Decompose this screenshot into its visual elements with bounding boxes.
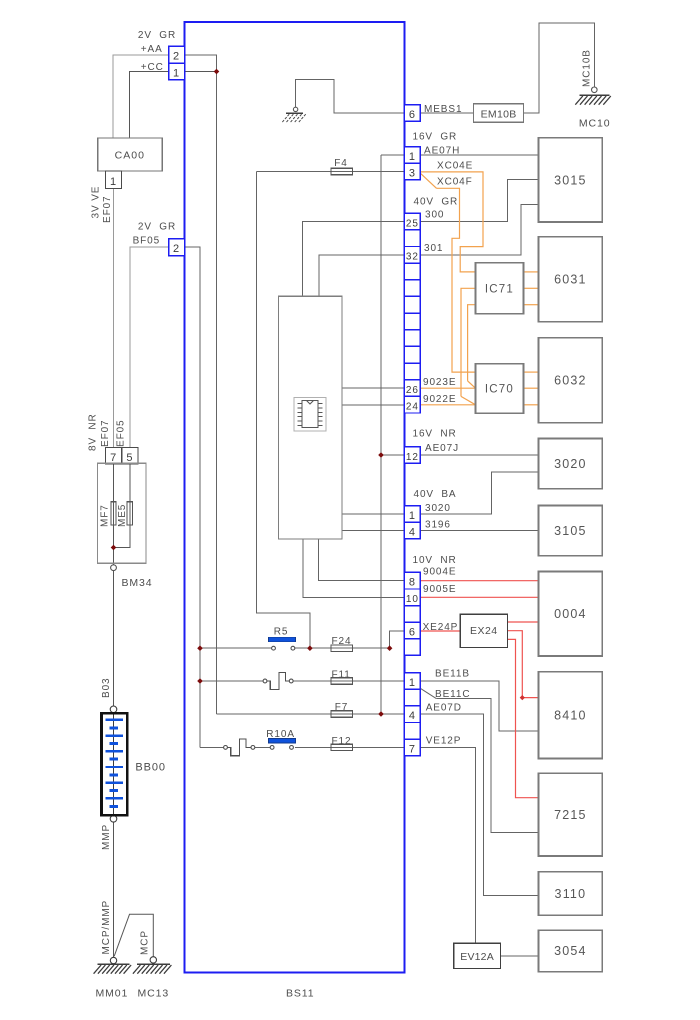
svg-text:MCP: MCP bbox=[140, 930, 151, 955]
svg-text:7: 7 bbox=[409, 743, 416, 755]
svg-text:BS11: BS11 bbox=[286, 988, 315, 1000]
svg-text:AE07D: AE07D bbox=[426, 703, 462, 714]
svg-text:9005E: 9005E bbox=[423, 584, 456, 595]
svg-text:24: 24 bbox=[406, 402, 419, 413]
svg-text:3V VE: 3V VE bbox=[91, 186, 102, 219]
svg-text:3020: 3020 bbox=[554, 457, 587, 471]
svg-text:0004: 0004 bbox=[554, 607, 587, 621]
svg-text:BM34: BM34 bbox=[122, 577, 153, 589]
svg-text:XC04F: XC04F bbox=[437, 177, 473, 188]
svg-text:8V NR: 8V NR bbox=[88, 413, 99, 451]
svg-text:MF7: MF7 bbox=[100, 504, 111, 527]
svg-text:F11: F11 bbox=[332, 669, 351, 680]
svg-text:2V GR: 2V GR bbox=[138, 30, 176, 41]
svg-text:EF05: EF05 bbox=[116, 419, 127, 447]
svg-text:16V GR: 16V GR bbox=[413, 132, 458, 143]
svg-text:+AA: +AA bbox=[141, 44, 163, 55]
svg-text:3020: 3020 bbox=[425, 503, 451, 514]
svg-text:10V NR: 10V NR bbox=[413, 555, 457, 566]
svg-text:CA00: CA00 bbox=[115, 149, 145, 161]
svg-text:2: 2 bbox=[173, 243, 180, 255]
svg-text:XE24P: XE24P bbox=[423, 622, 459, 633]
svg-text:9023E: 9023E bbox=[423, 377, 456, 388]
svg-text:F7: F7 bbox=[335, 702, 348, 713]
svg-text:1: 1 bbox=[409, 510, 416, 522]
svg-text:3196: 3196 bbox=[425, 520, 451, 531]
svg-text:R10A: R10A bbox=[266, 729, 295, 740]
svg-text:MMP: MMP bbox=[101, 824, 112, 850]
svg-text:40V BA: 40V BA bbox=[414, 489, 457, 500]
svg-text:B03: B03 bbox=[101, 678, 112, 699]
svg-text:300: 300 bbox=[425, 210, 444, 221]
svg-text:25: 25 bbox=[406, 218, 419, 229]
svg-text:9022E: 9022E bbox=[423, 394, 456, 405]
svg-text:3110: 3110 bbox=[555, 887, 587, 901]
svg-text:EF07: EF07 bbox=[100, 419, 111, 447]
svg-text:6: 6 bbox=[409, 109, 416, 121]
svg-text:301: 301 bbox=[424, 243, 443, 254]
svg-text:26: 26 bbox=[406, 385, 419, 396]
svg-text:6032: 6032 bbox=[554, 374, 587, 388]
svg-text:EF07: EF07 bbox=[102, 195, 113, 223]
svg-text:4: 4 bbox=[409, 527, 416, 539]
svg-text:12: 12 bbox=[406, 452, 419, 463]
svg-text:MC10: MC10 bbox=[579, 118, 611, 130]
svg-text:2: 2 bbox=[173, 51, 180, 63]
svg-text:40V GR: 40V GR bbox=[414, 196, 459, 207]
svg-text:4: 4 bbox=[409, 710, 416, 722]
svg-text:7: 7 bbox=[110, 452, 117, 464]
svg-text:IC71: IC71 bbox=[485, 284, 514, 296]
svg-text:BB00: BB00 bbox=[135, 762, 166, 774]
svg-text:MM01: MM01 bbox=[96, 988, 129, 1000]
svg-text:AE07J: AE07J bbox=[425, 443, 459, 454]
svg-text:1: 1 bbox=[409, 151, 416, 163]
svg-text:VE12P: VE12P bbox=[426, 736, 462, 747]
svg-text:1: 1 bbox=[110, 176, 117, 188]
svg-text:XC04E: XC04E bbox=[437, 161, 473, 172]
svg-text:6: 6 bbox=[409, 626, 416, 638]
svg-text:32: 32 bbox=[406, 252, 419, 263]
svg-text:9004E: 9004E bbox=[423, 567, 456, 578]
svg-text:EM10B: EM10B bbox=[481, 108, 517, 120]
svg-text:AE07H: AE07H bbox=[424, 146, 460, 157]
svg-text:MC13: MC13 bbox=[138, 988, 170, 1000]
svg-text:R5: R5 bbox=[274, 626, 289, 637]
svg-text:7215: 7215 bbox=[554, 808, 587, 822]
svg-text:ME5: ME5 bbox=[117, 504, 128, 527]
svg-text:F12: F12 bbox=[332, 736, 352, 747]
svg-text:3105: 3105 bbox=[554, 524, 587, 538]
svg-text:F24: F24 bbox=[332, 636, 352, 647]
svg-text:BE11B: BE11B bbox=[435, 669, 470, 680]
svg-text:+CC: +CC bbox=[141, 62, 164, 73]
svg-text:1: 1 bbox=[173, 67, 180, 79]
svg-text:MCP/MMP: MCP/MMP bbox=[101, 900, 112, 955]
svg-text:16V NR: 16V NR bbox=[413, 429, 457, 440]
svg-text:8: 8 bbox=[409, 577, 416, 589]
svg-text:EX24: EX24 bbox=[470, 625, 498, 637]
svg-text:BE11C: BE11C bbox=[435, 689, 470, 700]
svg-text:2V GR: 2V GR bbox=[138, 222, 176, 233]
svg-text:EV12A: EV12A bbox=[460, 951, 494, 963]
svg-text:MEBS1: MEBS1 bbox=[424, 104, 462, 115]
svg-text:5: 5 bbox=[126, 452, 133, 464]
svg-text:F4: F4 bbox=[334, 158, 347, 169]
svg-text:10: 10 bbox=[406, 594, 419, 605]
svg-text:IC70: IC70 bbox=[485, 384, 514, 396]
svg-text:3054: 3054 bbox=[554, 944, 587, 958]
svg-text:3015: 3015 bbox=[554, 173, 587, 187]
svg-text:6031: 6031 bbox=[554, 273, 587, 287]
svg-text:1: 1 bbox=[409, 677, 416, 689]
svg-text:BF05: BF05 bbox=[133, 236, 161, 247]
svg-text:3: 3 bbox=[409, 168, 416, 180]
svg-text:8410: 8410 bbox=[554, 708, 587, 722]
svg-text:MC10B: MC10B bbox=[582, 49, 593, 87]
